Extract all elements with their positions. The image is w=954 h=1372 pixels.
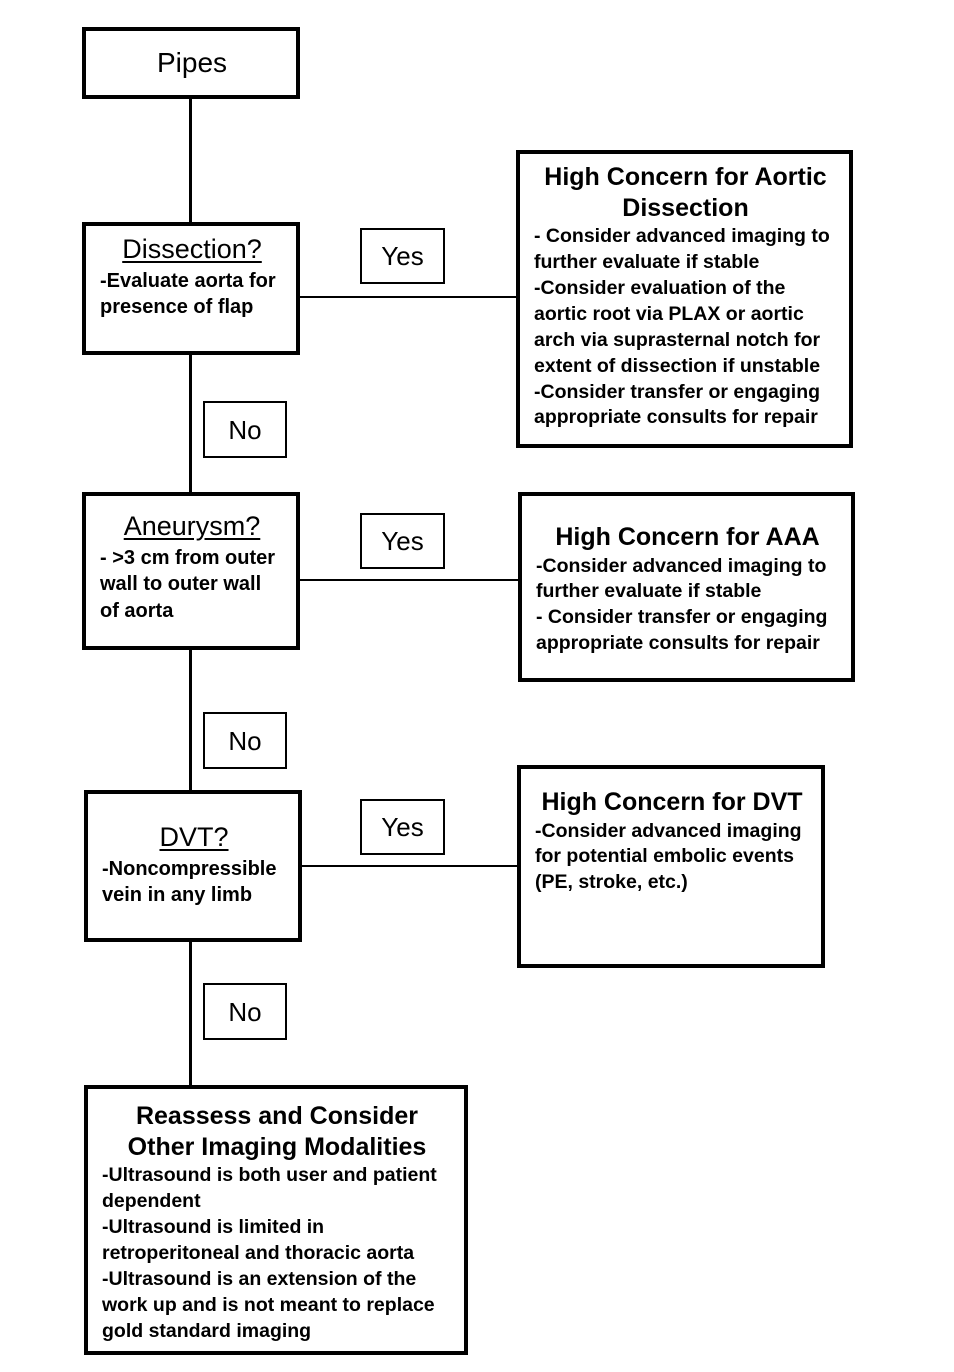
edge-label-dvt-no-text: No [228, 996, 262, 1027]
node-dvt-question: DVT? [159, 822, 229, 852]
node-dissection-outcome[interactable]: High Concern for Aortic Dissection - Con… [516, 150, 853, 448]
edge-label-dvt-yes-text: Yes [381, 812, 424, 842]
node-dvt-outcome-body: -Consider advanced imaging for potential… [535, 819, 809, 897]
edge-label-aneurysm-yes-text: Yes [381, 526, 424, 556]
outcome-line: -Ultrasound is an extension of the work … [102, 1267, 435, 1342]
node-dissection-outcome-title: High Concern for Aortic Dissection [544, 163, 827, 222]
node-aneurysm[interactable]: Aneurysm? - >3 cm from outer wall to out… [82, 492, 300, 650]
outcome-line: -Ultrasound is limited in retroperitonea… [102, 1215, 415, 1264]
outcome-line: -Ultrasound is both user and patient dep… [102, 1164, 437, 1212]
node-dvt-outcome[interactable]: High Concern for DVT -Consider advanced … [517, 765, 825, 968]
connector-aneurysm-yes [299, 579, 520, 581]
connector-aneurysm-to-dvt [189, 648, 192, 792]
edge-label-aneurysm-no: No [203, 712, 287, 769]
node-dissection-outcome-body: - Consider advanced imaging to further e… [534, 224, 837, 431]
connector-start-to-dissection [189, 97, 192, 225]
node-aneurysm-outcome-body: -Consider advanced imaging to further ev… [536, 554, 839, 658]
node-final-outcome-body: -Ultrasound is both user and patient dep… [102, 1163, 452, 1344]
node-aneurysm-outcome-title: High Concern for AAA [555, 523, 820, 551]
outcome-line: -Consider evaluation of the aortic root … [534, 276, 821, 377]
connector-dvt-yes [301, 865, 519, 867]
outcome-line: - Consider advanced imaging to further e… [534, 225, 830, 273]
node-dissection-question: Dissection? [122, 234, 262, 264]
outcome-line: - Consider transfer or engaging appropri… [536, 606, 828, 655]
node-final-outcome-title: Reassess and Consider Other Imaging Moda… [127, 1102, 427, 1161]
outcome-line: -Consider advanced imaging to further ev… [536, 554, 827, 603]
outcome-line: -Consider transfer or engaging appropria… [534, 380, 821, 429]
edge-label-dissection-yes: Yes [360, 228, 445, 284]
node-aneurysm-question: Aneurysm? [123, 511, 261, 541]
edge-label-dissection-yes-text: Yes [381, 241, 424, 271]
edge-label-aneurysm-no-text: No [228, 725, 262, 756]
edge-label-dvt-no: No [203, 983, 287, 1040]
node-aneurysm-detail: - >3 cm from outer wall to outer wall of… [100, 546, 276, 622]
edge-label-dissection-no-text: No [228, 414, 262, 445]
edge-label-dissection-no: No [203, 401, 287, 458]
connector-dissection-yes [299, 296, 518, 298]
node-dvt-detail: -Noncompressible vein in any limb [102, 857, 277, 907]
node-start-label: Pipes [156, 47, 228, 79]
node-start[interactable]: Pipes [82, 27, 300, 99]
node-dissection-detail: -Evaluate aorta for presence of flap [100, 269, 276, 319]
node-dissection[interactable]: Dissection? -Evaluate aorta for presence… [82, 222, 300, 355]
node-aneurysm-outcome[interactable]: High Concern for AAA -Consider advanced … [518, 492, 855, 682]
connector-dissection-to-aneurysm [189, 353, 192, 494]
edge-label-aneurysm-yes: Yes [360, 513, 445, 569]
outcome-line: -Consider advanced imaging for potential… [535, 819, 802, 894]
node-dvt[interactable]: DVT? -Noncompressible vein in any limb [84, 790, 302, 942]
node-dvt-outcome-title: High Concern for DVT [541, 788, 803, 816]
edge-label-dvt-yes: Yes [360, 799, 445, 855]
connector-dvt-to-final [189, 940, 192, 1085]
node-final-outcome[interactable]: Reassess and Consider Other Imaging Moda… [84, 1085, 468, 1355]
